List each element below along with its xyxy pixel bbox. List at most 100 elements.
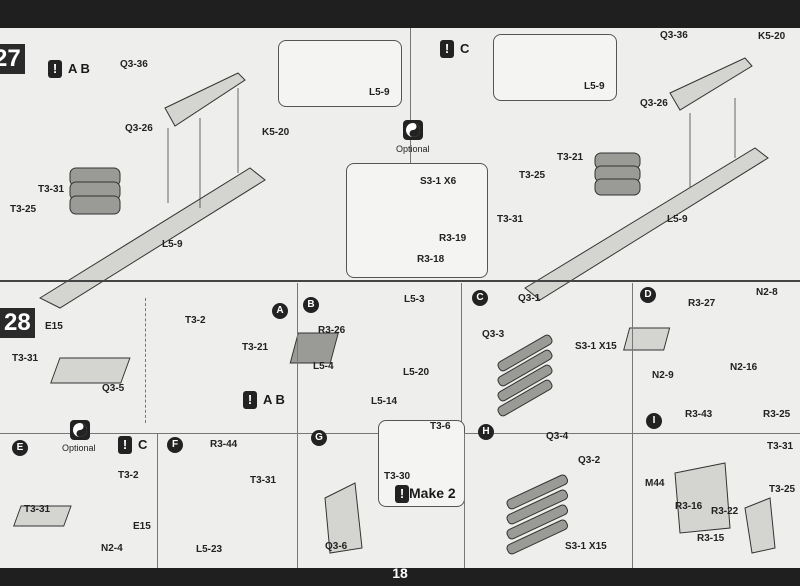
label: N2-8 [756,287,778,298]
sub-step-c-marker: C [472,290,488,306]
label: Q3-3 [482,329,505,340]
label: T3-25 [769,484,796,495]
label: L5-4 [313,361,334,372]
detail-inset-right: L5-9 [493,34,617,101]
sub-step-b-marker: B [303,297,319,313]
label: S3-1 X15 [565,541,607,552]
label: T3-31 [767,441,794,452]
label: R3-18 [417,254,445,265]
step-27-variant-right: C [460,41,470,56]
bracket-d [623,327,671,351]
make-two-inset: T3-6 T3-30 ! Make 2 [378,420,465,507]
label: R3-19 [439,233,467,244]
upper-rail-left [164,72,246,127]
label: M44 [645,478,665,489]
label: T3-31 [12,353,39,364]
label: Q3-2 [578,455,601,466]
instruction-sheet: 27 ! A B Q3-36 Q3-26 K5-20 T3-31 T3-25 L… [0,28,800,568]
label: T3-30 [384,471,411,482]
step-28-number: 28 [0,308,35,338]
sub-step-a-variant: A B [263,392,285,407]
optional-inset: S3-1 X6 R3-19 R3-18 [346,163,488,278]
base-f [13,505,72,527]
label: T3-31 [497,214,524,225]
optional-label: Optional [396,144,430,154]
label: T3-31 [24,504,51,515]
sub-step-h-marker: H [478,424,494,440]
label: S3-1 X15 [575,341,617,352]
sub-step-d-marker: D [640,287,656,303]
detail-inset-left: L5-9 [278,40,402,107]
upper-rail-right [669,57,753,111]
plate-g [324,482,363,554]
divider [297,283,298,568]
sub-step-e-variant: C [138,437,148,452]
label: K5-20 [262,127,290,138]
plate-i2 [744,497,776,554]
divider [410,28,411,163]
warning-icon: ! [243,391,257,409]
sub-step-e-marker: E [12,440,28,456]
make-two-note: Make 2 [409,485,456,501]
label: Q3-36 [120,59,148,70]
label: Q3-5 [102,383,125,394]
label: R3-15 [697,533,725,544]
step-27-number: 27 [0,44,25,74]
sub-step-a-marker: A [272,303,288,319]
optional-icon [403,120,423,140]
label: E15 [133,521,151,532]
label: T3-25 [10,204,37,215]
divider [632,283,633,568]
plate-i [674,462,731,534]
label: N2-4 [101,543,123,554]
warning-icon: ! [48,60,62,78]
label: L5-23 [196,544,223,555]
label: Q3-36 [660,30,688,41]
warning-icon: ! [440,40,454,58]
label: R3-43 [685,409,713,420]
deck-plate-left [38,167,266,309]
deck-plate-right [524,147,769,301]
label: R3-16 [675,501,703,512]
label: T3-6 [430,421,451,432]
label: L5-9 [369,87,390,98]
divider [157,433,158,568]
label: N2-16 [730,362,758,373]
optional-label: Optional [62,443,96,453]
label: N2-9 [652,370,674,381]
rocket-pod-right [594,152,641,196]
label: T3-31 [250,475,277,486]
page-number: 18 [392,565,408,581]
sub-step-g-marker: G [311,430,327,446]
warning-icon: ! [118,436,132,454]
label: L5-9 [162,239,183,250]
label: L5-9 [667,214,688,225]
label: T3-25 [519,170,546,181]
sub-step-f-marker: F [167,437,183,453]
label: Q3-1 [518,293,541,304]
rocket-pod-left [69,167,121,215]
divider [145,298,146,423]
label: K5-20 [758,31,786,42]
label: T3-2 [185,315,206,326]
label: L5-14 [371,396,398,407]
label: T3-21 [557,152,584,163]
label: R3-27 [688,298,716,309]
label: T3-21 [242,342,269,353]
sub-step-i-marker: I [646,413,662,429]
label: Q3-26 [125,123,153,134]
label: Q3-6 [325,541,348,552]
divider [464,433,465,568]
divider [461,283,462,433]
label: L5-9 [584,81,605,92]
rocket-cluster-h [506,474,569,555]
label: S3-1 X6 [420,176,457,187]
launcher-b [289,332,339,364]
label: Q3-26 [640,98,668,109]
label: E15 [45,321,63,332]
rocket-cluster-c [497,334,553,417]
warning-icon: ! [395,485,409,503]
step-divider [0,280,800,282]
label: Q3-4 [546,431,569,442]
label: R3-25 [763,409,791,420]
